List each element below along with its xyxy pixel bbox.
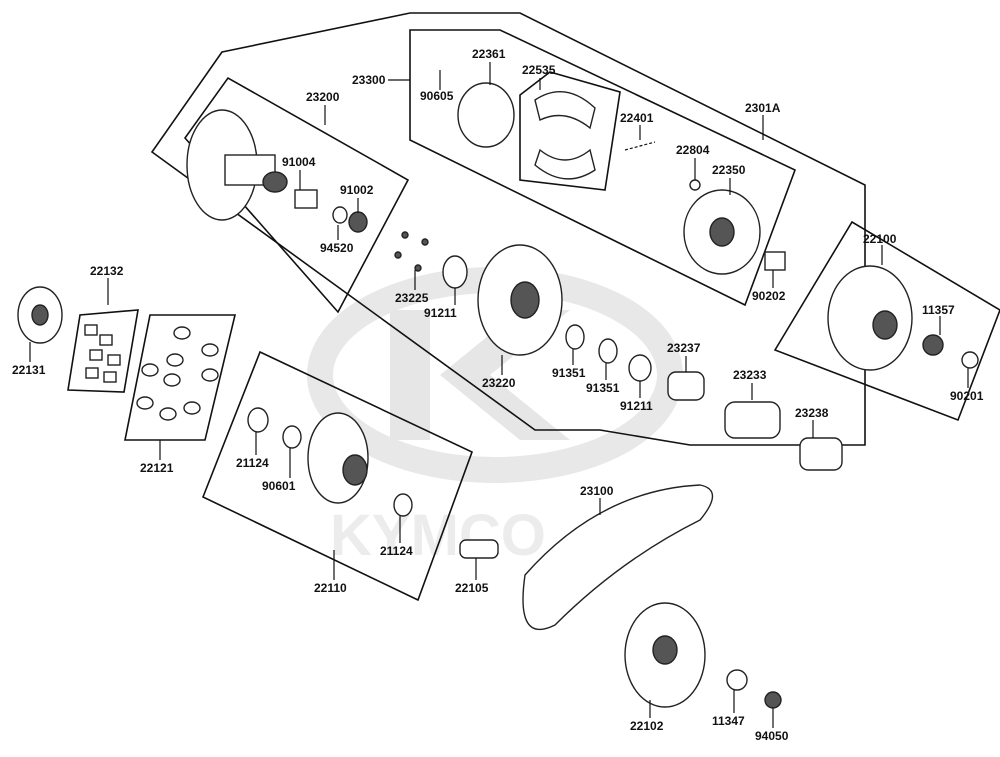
- label-23238: 23238: [795, 406, 829, 420]
- label-91211-upper: 91211: [424, 306, 457, 320]
- leader-lines: [29, 62, 969, 728]
- circlip-94520-part: [332, 206, 348, 224]
- outline-movable-driven-face: [183, 76, 410, 314]
- ramp-sliders-part: [84, 324, 121, 383]
- weight-rollers-part: [136, 326, 219, 421]
- collar-22105-part: [459, 539, 499, 559]
- label-91351-second: 91351: [586, 381, 620, 395]
- label-94050: 94050: [755, 729, 789, 743]
- label-22132: 22132: [90, 264, 124, 278]
- spring-22401-part: [624, 141, 656, 151]
- label-11347: 11347: [712, 714, 745, 728]
- outline-driven-pulley-assembly: [150, 12, 866, 446]
- pins-23225-part: [394, 231, 429, 272]
- label-22350: 22350: [712, 163, 746, 177]
- movable-driven-face-part: [186, 109, 288, 221]
- label-2301a: 2301A: [745, 101, 781, 115]
- clutch-shoes-part: [534, 91, 596, 180]
- clutch-outer-22100-part: [827, 265, 913, 371]
- label-94520: 94520: [320, 241, 354, 255]
- label-90601: 90601: [262, 479, 296, 493]
- outline-ramp-sliders: [67, 309, 139, 393]
- oring-90601-part: [282, 425, 302, 449]
- label-22105: 22105: [455, 581, 489, 595]
- label-22110: 22110: [314, 581, 347, 595]
- label-22361: 22361: [472, 47, 506, 61]
- drive-face-22110-part: [307, 412, 369, 504]
- label-90605: 90605: [420, 89, 454, 103]
- watermark-text: KYMCO: [330, 503, 546, 568]
- spring-23233-part: [724, 401, 781, 439]
- label-91351-first: 91351: [552, 366, 586, 380]
- label-22535: 22535: [522, 63, 556, 77]
- label-22804: 22804: [676, 143, 710, 157]
- bearing-11347-part: [726, 669, 748, 691]
- label-90201: 90201: [950, 389, 984, 403]
- washer-21124b-part: [393, 493, 413, 517]
- nut-90201-part: [961, 351, 979, 369]
- guide-23237-part: [667, 371, 705, 401]
- nut-94050-part: [764, 691, 782, 709]
- label-23237: 23237: [667, 341, 701, 355]
- outline-drive-face-assembly: [201, 350, 474, 602]
- outline-clutch-outer: [773, 220, 1000, 422]
- clutch-drive-plate-22350-part: [683, 189, 761, 275]
- outline-clutch-shoes: [519, 71, 621, 191]
- oring-91211b-part: [628, 354, 652, 382]
- oring-91351b-part: [598, 338, 618, 364]
- drive-belt-23100-part: [522, 484, 714, 631]
- fan-22102-part: [624, 602, 706, 708]
- damper-22804-part: [689, 179, 701, 191]
- oring-91351a-part: [565, 324, 585, 350]
- oil-seal-91002-part: [348, 211, 368, 233]
- label-22121: 22121: [140, 461, 174, 475]
- bearing-11357-part: [922, 334, 944, 356]
- washer-21124a-part: [247, 407, 269, 433]
- ramp-plate-part: [17, 286, 63, 344]
- outline-clutch-shoe-set: [409, 29, 797, 307]
- label-23225: 23225: [395, 291, 429, 305]
- label-91211-lower: 91211: [620, 399, 653, 413]
- outline-weight-rollers: [124, 314, 237, 441]
- label-90202: 90202: [752, 289, 786, 303]
- bearing-91004-part: [294, 189, 318, 209]
- label-11357: 11357: [922, 303, 955, 317]
- label-91004: 91004: [282, 155, 316, 169]
- seat-23238-part: [799, 437, 843, 471]
- label-21124-upper: 21124: [236, 456, 269, 470]
- label-23200: 23200: [306, 90, 340, 104]
- label-23233: 23233: [733, 368, 767, 382]
- label-22401: 22401: [620, 111, 654, 125]
- label-91002: 91002: [340, 183, 374, 197]
- label-22102: 22102: [630, 719, 664, 733]
- label-23220: 23220: [482, 376, 516, 390]
- label-23300: 23300: [352, 73, 386, 87]
- clutch-plate-22361-part: [457, 82, 515, 148]
- driven-face-23220-part: [477, 244, 563, 356]
- oring-91211a-part: [442, 255, 468, 289]
- label-22131: 22131: [12, 363, 46, 377]
- label-22100: 22100: [863, 232, 897, 246]
- nut-90202-part: [764, 251, 786, 271]
- label-21124-lower: 21124: [380, 544, 413, 558]
- label-23100: 23100: [580, 484, 614, 498]
